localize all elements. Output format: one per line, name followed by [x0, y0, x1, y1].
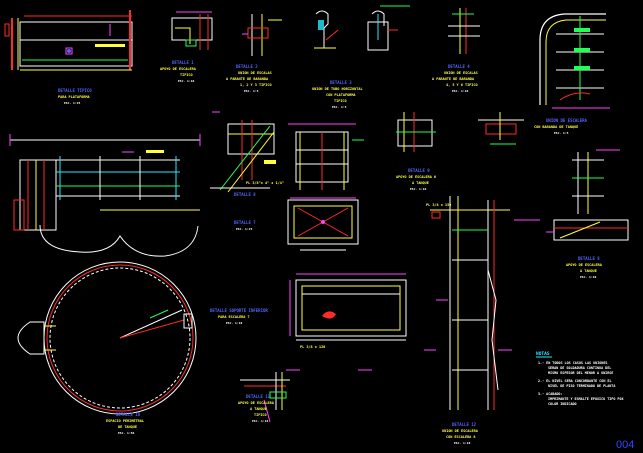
plate-tag-1: PL 3/8"x 4" x 1/4"	[246, 181, 284, 185]
detail-typical-platform: DETALLE TIPICO PARA PLATAFORMA ESC. 1:25	[4, 10, 133, 105]
note-2b: NIVEL DE PISO TERMINADO DE PLANTA	[548, 384, 615, 388]
detail-1-scale: ESC. 1:25	[64, 101, 80, 105]
note-3b: IMPRIMANTE Y ESMALTE EPOXICO TIPO POX	[548, 397, 624, 401]
detail-10-scale: ESC. 1:10	[226, 321, 242, 325]
detail-3-title: DETALLE 2	[236, 64, 258, 69]
detail-2: DETALLE 2 UNION DE ESCALAS A PARANTE DE …	[226, 14, 282, 93]
detail-8b-title: DETALLE 8	[578, 256, 600, 261]
detail-2-sub2: TIPICO	[180, 73, 193, 77]
detail-12-scale: ESC. 1:10	[252, 419, 268, 423]
detail-10-title: DETALLE SOPORTE INFERIOR	[210, 308, 268, 313]
detail-lower-support-label: DETALLE SOPORTE INFERIOR PARA ESCALERA 7…	[210, 308, 268, 325]
detail-9-sub2: A TANQUE	[412, 181, 429, 185]
ladder-beam: DETALLE 8 APOYO DE ESCALERA A TANQUE ESC…	[546, 219, 629, 279]
detail-6-sub: CON BARANDA DE TANQUE	[534, 125, 578, 129]
plate-tag-2: PL 3/8 x 150	[426, 203, 451, 207]
detail-4-sub1: UNION DE TUBO HORIZONTAL	[312, 87, 363, 91]
detail-8b-sub1: APOYO DE ESCALERA	[566, 263, 603, 267]
detail-9-scale: ESC. 1:10	[410, 187, 426, 191]
detail-5-scale: ESC. 1:10	[452, 89, 468, 93]
detail-13-sub2: CON ESCALERA 8	[446, 435, 476, 439]
detail-3: DETALLE 3 UNION DE TUBO HORIZONTAL CON P…	[312, 5, 410, 109]
note-2a: 2.- EL NIVEL SERA CONCORDANTE CON EL	[538, 379, 612, 383]
detail-11-sub2: DE TANQUE	[118, 425, 137, 429]
platform-elevation: DETALLE 7 ESC. 1:25	[9, 134, 256, 257]
lower-support-plan: PL 3/8 x 120	[286, 273, 407, 371]
detail-3-sub2: A PARANTE DE BARANDA	[226, 77, 269, 81]
detail-7-title: DETALLE 7	[234, 220, 256, 225]
note-3a: 3.- ACABADO:	[538, 392, 563, 396]
detail-1: DETALLE 1 APOYO DE ESCALERA TIPICO ESC. …	[160, 11, 213, 83]
detail-12-sub2: A TANQUE	[250, 407, 267, 411]
detail-6-scale: ESC. 1:5	[554, 131, 569, 135]
detail-9-sub1: APOYO DE ESCALERA 6	[396, 175, 436, 179]
detail-12: DETALLE 11 APOYO DE ESCALERA A TANQUE TI…	[238, 372, 290, 423]
detail-9-title: DETALLE 9	[408, 168, 430, 173]
detail-3-sub3: 1, 2 Y 3 TIPICO	[240, 83, 272, 87]
detail-10-sub1: PARA ESCALERA 7	[218, 315, 250, 319]
detail-2-title: DETALLE 1	[172, 60, 194, 65]
plate-tag-3: PL 3/8 x 120	[300, 345, 325, 349]
sheet-number: 004	[616, 439, 634, 451]
detail-9: DETALLE 9 APOYO DE ESCALERA 6 A TANQUE E…	[396, 112, 436, 191]
detail-4: DETALLE 4 UNION DE ESCALAS A PARANTE DE …	[432, 8, 480, 93]
detail-6-title: UNION DE ESCALERA	[546, 118, 588, 123]
handrail-elevation: UNION DE ESCALERA CON BARANDA DE TANQUE …	[534, 13, 610, 135]
tank-handrail-elevation	[288, 123, 364, 190]
vertical-section: PL 3/8 x 150 DETALLE 12 UNION DE ESCALER…	[424, 196, 540, 445]
detail-3-sub1: UNION DE ESCALAS	[238, 71, 272, 75]
detail-8b-sub2: A TANQUE	[580, 269, 597, 273]
note-1a: 1.- EN TODOS LOS CASOS LAS UNIONES	[538, 361, 607, 365]
note-1b: SERAN DE SOLDADURA CONTINUA DEL	[548, 366, 611, 370]
detail-11-scale: ESC. 1:50	[118, 431, 134, 435]
detail-4-sub2: CON PLATAFORMA	[326, 93, 356, 97]
detail-3-scale: ESC. 1:5	[244, 89, 259, 93]
detail-12-sub3: TIPICO	[254, 413, 267, 417]
detail-1-sub: PARA PLATAFORMA	[58, 95, 91, 99]
detail-11-title: DETALLE 10	[116, 412, 141, 417]
right-column-detail	[572, 149, 620, 214]
detail-8-title: DETALLE 8	[234, 192, 256, 197]
detail-4-title: DETALLE 3	[330, 80, 352, 85]
tank-section	[287, 197, 359, 251]
detail-7-scale: ESC. 1:25	[236, 227, 252, 231]
detail-2-sub1: APOYO DE ESCALERA	[160, 67, 197, 71]
notes-heading: NOTAS	[536, 351, 550, 357]
detail-13-sub1: UNION DE ESCALERA	[442, 429, 479, 433]
note-1c: MISMO ESPESOR DEL MENOR A UNIRSE	[548, 371, 613, 375]
detail-5-sub1: UNION DE ESCALAS	[444, 71, 478, 75]
detail-11-sub1: ESPACIO PERIMETRAL	[106, 419, 144, 423]
detail-8: PL 3/8"x 4" x 1/4" DETALLE 8	[210, 111, 284, 197]
detail-2-scale: ESC. 1:10	[178, 79, 194, 83]
detail-12-title: DETALLE 11	[246, 394, 271, 399]
detail-1-title: DETALLE TIPICO	[58, 88, 92, 93]
connection-plate	[478, 112, 524, 145]
notes-block: NOTAS 1.- EN TODOS LOS CASOS LAS UNIONES…	[536, 351, 624, 406]
detail-4-scale: ESC. 1:5	[332, 105, 347, 109]
detail-13-scale: ESC. 1:10	[454, 441, 470, 445]
detail-5-sub3: 4, 5 Y 6 TIPICO	[446, 83, 478, 87]
detail-12-sub1: APOYO DE ESCALERA	[238, 401, 275, 405]
note-3c: COLOR INDICADO	[548, 402, 577, 406]
detail-4-sub3: TIPICO	[334, 99, 347, 103]
detail-5-sub2: A PARANTE DE BARANDA	[432, 77, 475, 81]
detail-5-title: DETALLE 4	[448, 64, 470, 69]
tank-plan: DETALLE 10 ESPACIO PERIMETRAL DE TANQUE …	[17, 261, 197, 435]
detail-13-title: DETALLE 12	[452, 422, 477, 427]
detail-8b-scale: ESC. 1:10	[580, 275, 596, 279]
